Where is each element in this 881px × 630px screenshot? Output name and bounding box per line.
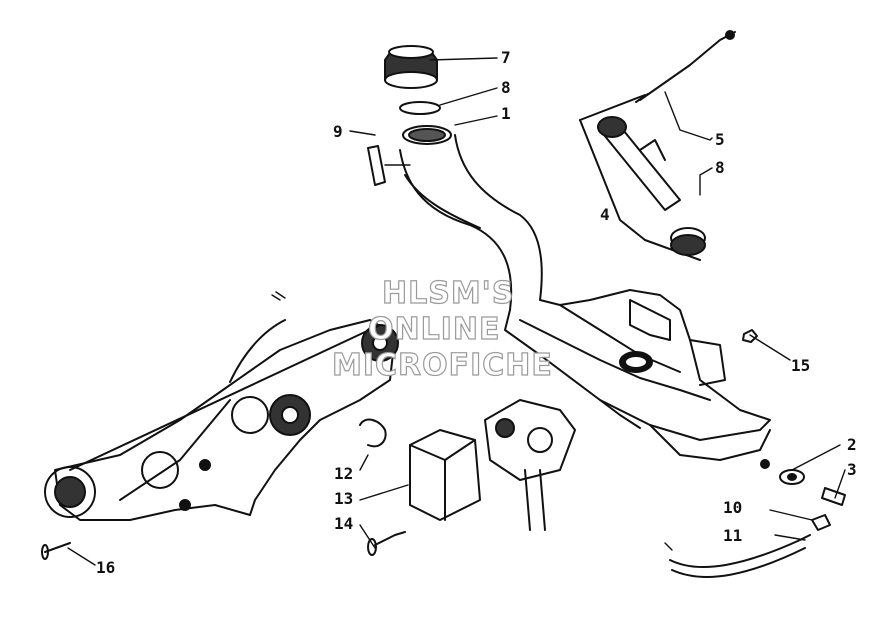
callout-5: 5 xyxy=(715,130,725,149)
callout-3: 3 xyxy=(847,460,857,479)
dipstick-assembly xyxy=(579,94,701,261)
callout-9: 9 xyxy=(333,122,343,141)
snap-ring xyxy=(359,418,387,448)
callout-8-grommet: 8 xyxy=(715,158,725,177)
drive-belt xyxy=(69,319,381,471)
drain-hose xyxy=(669,534,811,578)
cap-gasket xyxy=(399,101,441,115)
callout-11: 11 xyxy=(723,526,743,545)
oil-tank xyxy=(399,134,771,469)
sensor-wire xyxy=(635,30,736,103)
mounting-screw xyxy=(367,531,406,556)
callout-8-cap-gasket: 8 xyxy=(501,78,511,97)
callout-4: 4 xyxy=(600,205,610,224)
hose-clamp xyxy=(811,514,831,531)
callout-14: 14 xyxy=(334,514,354,533)
dipstick-grommet xyxy=(670,227,706,256)
callout-12: 12 xyxy=(334,464,354,483)
vent-hose-clip xyxy=(367,145,386,186)
watermark-line-2: ONLINE xyxy=(367,311,501,347)
callout-10: 10 xyxy=(723,498,743,517)
drain-plug xyxy=(821,487,846,506)
watermark-line-1: HLSM'S xyxy=(381,275,515,311)
callout-15: 15 xyxy=(791,356,811,375)
callout-13: 13 xyxy=(334,489,354,508)
watermark-line-3: MICROFICHE xyxy=(331,347,553,383)
nut xyxy=(742,329,758,343)
filler-neck xyxy=(402,125,452,145)
leader-lines xyxy=(67,57,846,566)
bracket-bolt xyxy=(41,542,71,560)
drive-bracket xyxy=(44,319,399,521)
oil-pump xyxy=(484,399,576,531)
filler-cap xyxy=(384,45,438,89)
callout-1: 1 xyxy=(501,104,511,123)
washer xyxy=(779,469,805,485)
callout-16: 16 xyxy=(96,558,116,577)
callout-7: 7 xyxy=(501,48,511,67)
callout-2: 2 xyxy=(847,435,857,454)
pointer-arrows xyxy=(271,291,673,551)
injection-module xyxy=(409,429,481,521)
